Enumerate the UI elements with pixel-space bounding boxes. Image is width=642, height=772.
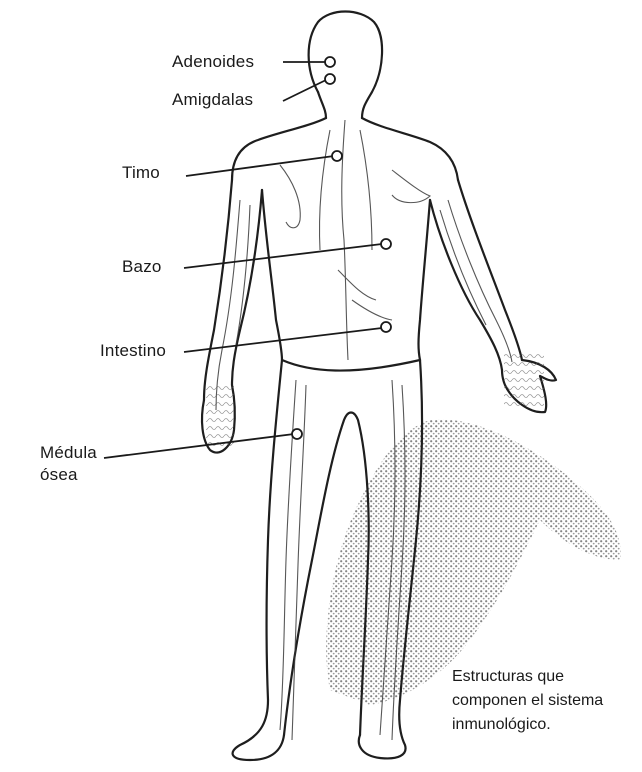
caption-line3: inmunológico. bbox=[452, 713, 642, 737]
pointer-bazo bbox=[184, 244, 382, 268]
label-medula-line1: Médula bbox=[40, 443, 97, 462]
label-medula-line2: ósea bbox=[40, 465, 78, 484]
label-bazo: Bazo bbox=[122, 257, 162, 277]
organ-markers bbox=[292, 57, 391, 439]
marker-adenoides bbox=[325, 57, 335, 67]
pointer-timo bbox=[186, 156, 334, 176]
label-timo: Timo bbox=[122, 163, 160, 183]
caption-line2: componen el sistema bbox=[452, 689, 642, 713]
marker-timo bbox=[332, 151, 342, 161]
marker-amigdalas bbox=[325, 74, 335, 84]
marker-intestino bbox=[381, 322, 391, 332]
marker-medula bbox=[292, 429, 302, 439]
label-intestino: Intestino bbox=[100, 341, 166, 361]
pointer-medula bbox=[104, 434, 294, 458]
label-medula-osea: Médula ósea bbox=[40, 442, 120, 486]
figure-caption: Estructuras que componen el sistema inmu… bbox=[452, 665, 642, 737]
label-adenoides: Adenoides bbox=[172, 52, 254, 72]
label-amigdalas: Amigdalas bbox=[172, 90, 253, 110]
figure-shadow bbox=[326, 419, 620, 705]
marker-bazo bbox=[381, 239, 391, 249]
caption-line1: Estructuras que bbox=[452, 665, 642, 689]
